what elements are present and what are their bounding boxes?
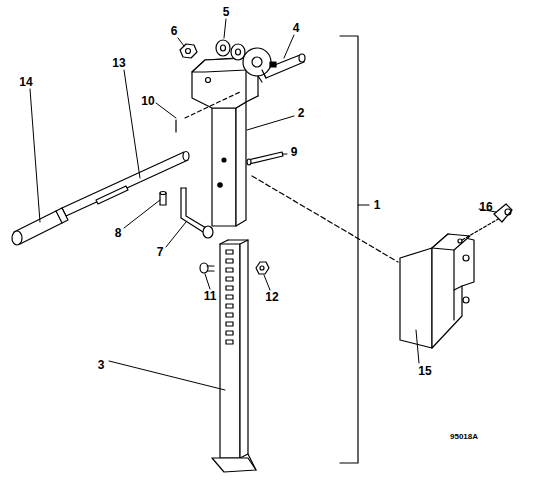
adjust-hole [226, 304, 233, 308]
callout-number: 4 [293, 22, 300, 34]
lock-nut [256, 262, 269, 274]
callout-number: 6 [171, 25, 178, 37]
nut [180, 44, 197, 58]
callout-number: 13 [112, 57, 125, 69]
washers [216, 40, 245, 60]
grip [12, 208, 68, 245]
leader-lines [30, 19, 496, 390]
adjust-hole [226, 286, 233, 290]
assembly-line [252, 176, 398, 262]
pin [247, 152, 283, 165]
handle [62, 152, 189, 217]
callout-number: 14 [19, 76, 32, 88]
callout-number: 1 [374, 199, 381, 211]
adjust-hole [226, 268, 233, 272]
figure-number: 95018A [450, 433, 478, 441]
callout-number: 9 [291, 146, 298, 158]
adjust-hole [226, 313, 233, 317]
shaft-sprocket [243, 48, 305, 82]
adjust-hole [226, 340, 233, 344]
adjust-hole [226, 277, 233, 281]
upper-tube [212, 102, 246, 226]
callout-number: 7 [157, 246, 164, 258]
callout-number: 2 [298, 107, 305, 119]
adjust-hole [226, 295, 233, 299]
group-bracket-tick [358, 204, 369, 205]
callout-number: 15 [418, 365, 431, 377]
adjust-hole [226, 331, 233, 335]
l-pin [181, 188, 213, 238]
adjust-hole [226, 250, 233, 254]
callout-number: 3 [98, 359, 105, 371]
adjust-hole [226, 259, 233, 263]
callout-number: 8 [115, 227, 122, 239]
callout-number: 11 [204, 290, 217, 302]
group-bracket [340, 36, 358, 463]
callout-number: 10 [141, 95, 154, 107]
callout-number: 16 [479, 201, 492, 213]
lower-leg [212, 240, 256, 472]
callout-number: 12 [265, 291, 278, 303]
callout-number: 5 [223, 6, 230, 18]
mount-bracket [400, 234, 474, 348]
adjust-hole [226, 322, 233, 326]
small-pin [160, 192, 166, 206]
bolt [200, 263, 214, 273]
center-line [185, 92, 240, 118]
roll-pin [175, 120, 176, 132]
